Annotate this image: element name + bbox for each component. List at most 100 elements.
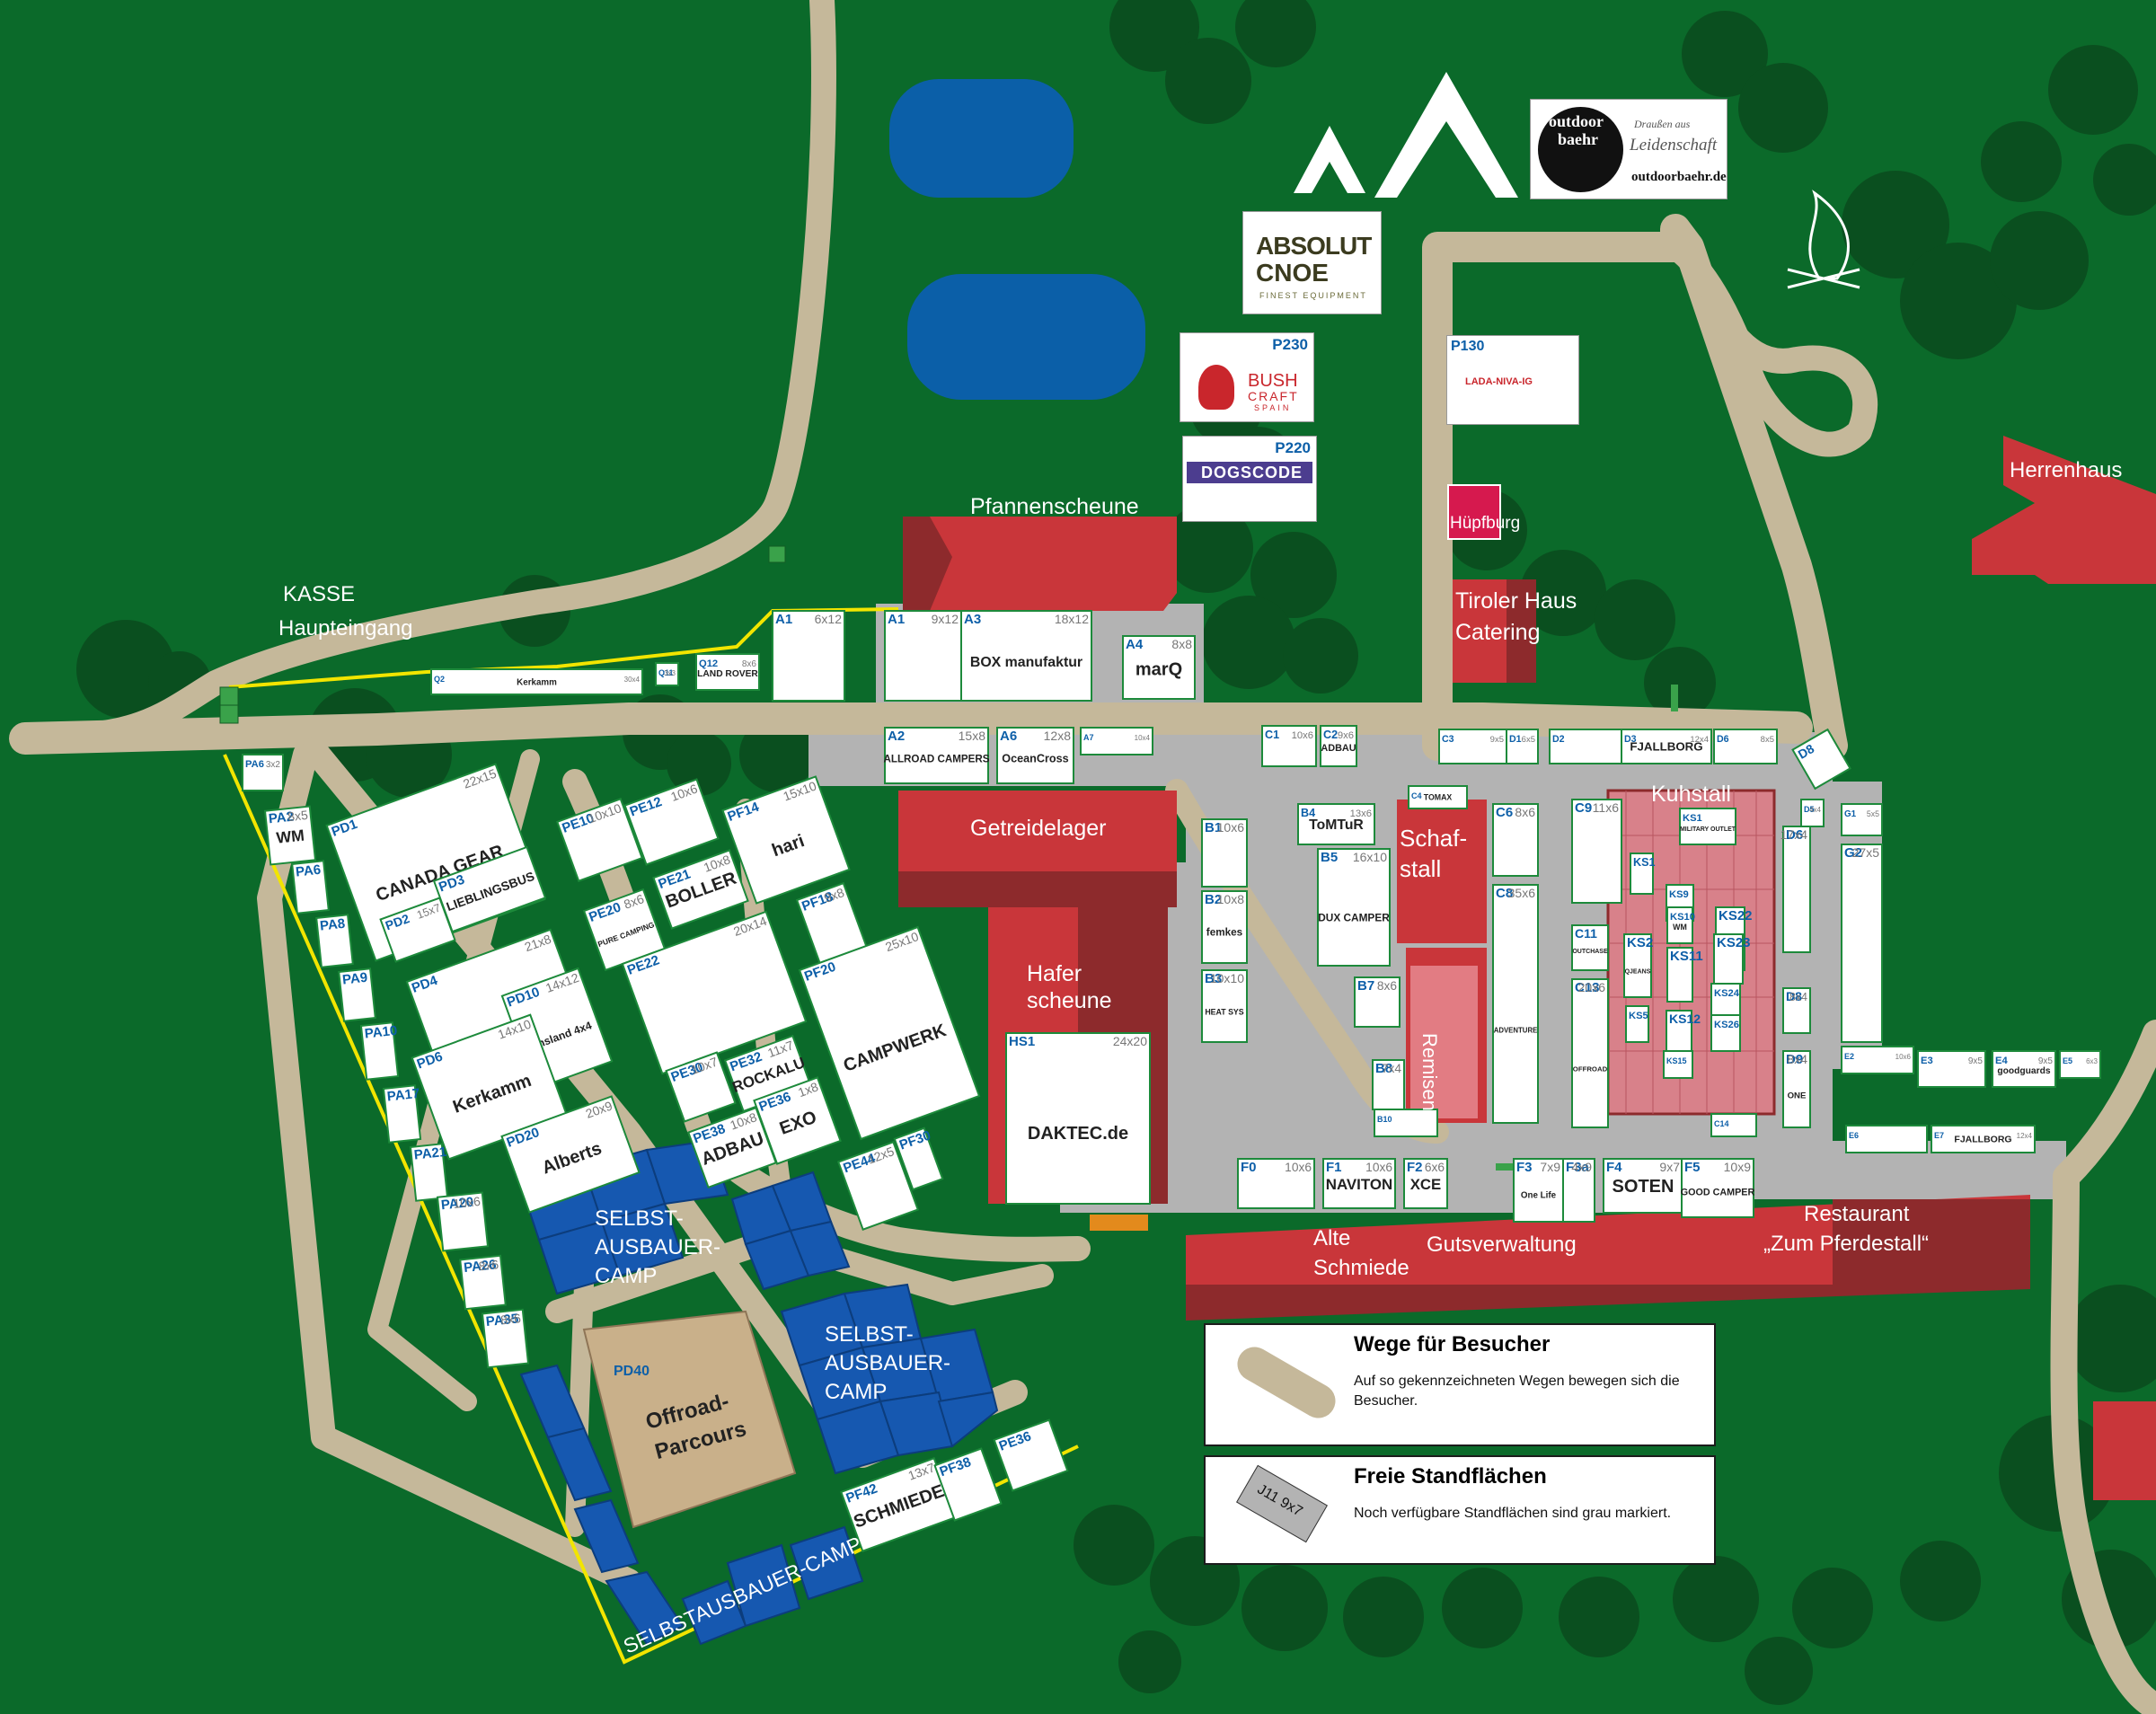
booth-ks26[interactable]: KS26 <box>1710 1014 1741 1052</box>
booth-c14[interactable]: C14 <box>1710 1113 1757 1137</box>
booth-ks5[interactable]: KS5 <box>1625 1005 1649 1043</box>
logo-absolut-canoe[interactable]: ABSOLUT CNOE FINEST EQUIPMENT <box>1242 211 1382 314</box>
booth-d2[interactable]: D2 <box>1549 729 1622 764</box>
booth-box <box>1710 1014 1741 1052</box>
booth-p220[interactable]: P220 DOGSCODE <box>1182 436 1317 522</box>
booth-p230[interactable]: P230 BUSH CRAFT SPAIN <box>1180 332 1314 422</box>
booth-ks15[interactable]: KS15 <box>1663 1050 1693 1079</box>
logo-outdoorbaehr[interactable]: outdoor baehr Draußen aus Leidenschaft o… <box>1530 99 1727 199</box>
booth-p130[interactable]: P130 LADA-NIVA-IG <box>1446 335 1579 425</box>
booth-pa9[interactable]: PA9 <box>338 967 376 1022</box>
booth-b10[interactable]: B10 <box>1374 1109 1438 1137</box>
booth-box <box>1713 729 1778 764</box>
booth-pe36[interactable]: PE36 <box>993 1418 1069 1492</box>
booth-pa8[interactable]: PA8 <box>315 914 354 968</box>
tree <box>1241 1565 1328 1651</box>
booth-pa6[interactable]: PA6 <box>291 860 330 914</box>
booth-pa21[interactable]: PA21 <box>409 1143 451 1202</box>
booth-e6[interactable]: E6 <box>1845 1125 1928 1153</box>
booth-pf30[interactable]: PF30 <box>893 1126 946 1191</box>
booth-ks1[interactable]: KS1 <box>1630 853 1656 895</box>
booth-ks11[interactable]: KS11 <box>1666 947 1703 1003</box>
booth-ks23[interactable]: KS23 <box>1713 933 1751 985</box>
booth-pf38[interactable]: PF38 <box>933 1447 1003 1522</box>
booth-ks12[interactable]: KS12 <box>1666 1010 1701 1056</box>
booth-ks24[interactable]: KS24 <box>1710 983 1741 1020</box>
booth-code: B7 <box>1357 978 1374 994</box>
booth-pa17[interactable]: PA17 <box>382 1084 424 1144</box>
booth-d8[interactable]: D8 <box>1791 728 1851 791</box>
booth-pa10[interactable]: PA10 <box>359 1021 402 1081</box>
